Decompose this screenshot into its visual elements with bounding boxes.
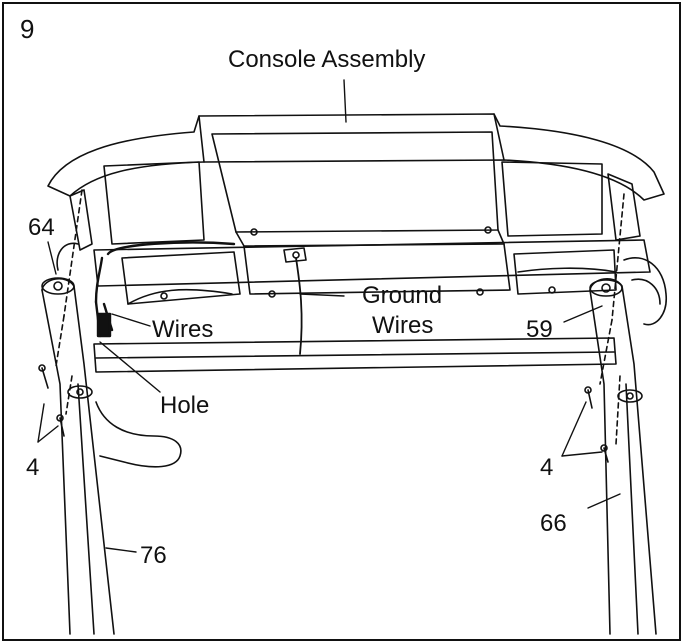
label-wires: Wires [152, 316, 214, 343]
ground-wire [295, 257, 303, 355]
label-part-4-left: 4 [26, 454, 40, 481]
label-ground-wires-line1: Ground [362, 282, 443, 309]
label-part-64: 64 [28, 214, 55, 241]
label-ground-wires-line2: Wires [372, 312, 434, 339]
wire-harness [94, 241, 236, 338]
screw-guides [55, 189, 625, 445]
label-part-4-right: 4 [540, 454, 554, 481]
step-number: 9 [20, 14, 35, 44]
left-upright [41, 277, 182, 635]
right-upright [589, 278, 657, 635]
label-hole: Hole [160, 392, 210, 419]
console-assembly-illustration [37, 79, 667, 635]
label-part-59: 59 [526, 316, 553, 343]
screws-4 [38, 364, 609, 463]
crossbar [93, 337, 617, 373]
label-console-assembly: Console Assembly [228, 46, 426, 73]
label-part-76: 76 [140, 542, 167, 569]
label-part-66: 66 [540, 510, 567, 537]
leader-lines [37, 79, 621, 553]
console-shell [47, 113, 667, 326]
